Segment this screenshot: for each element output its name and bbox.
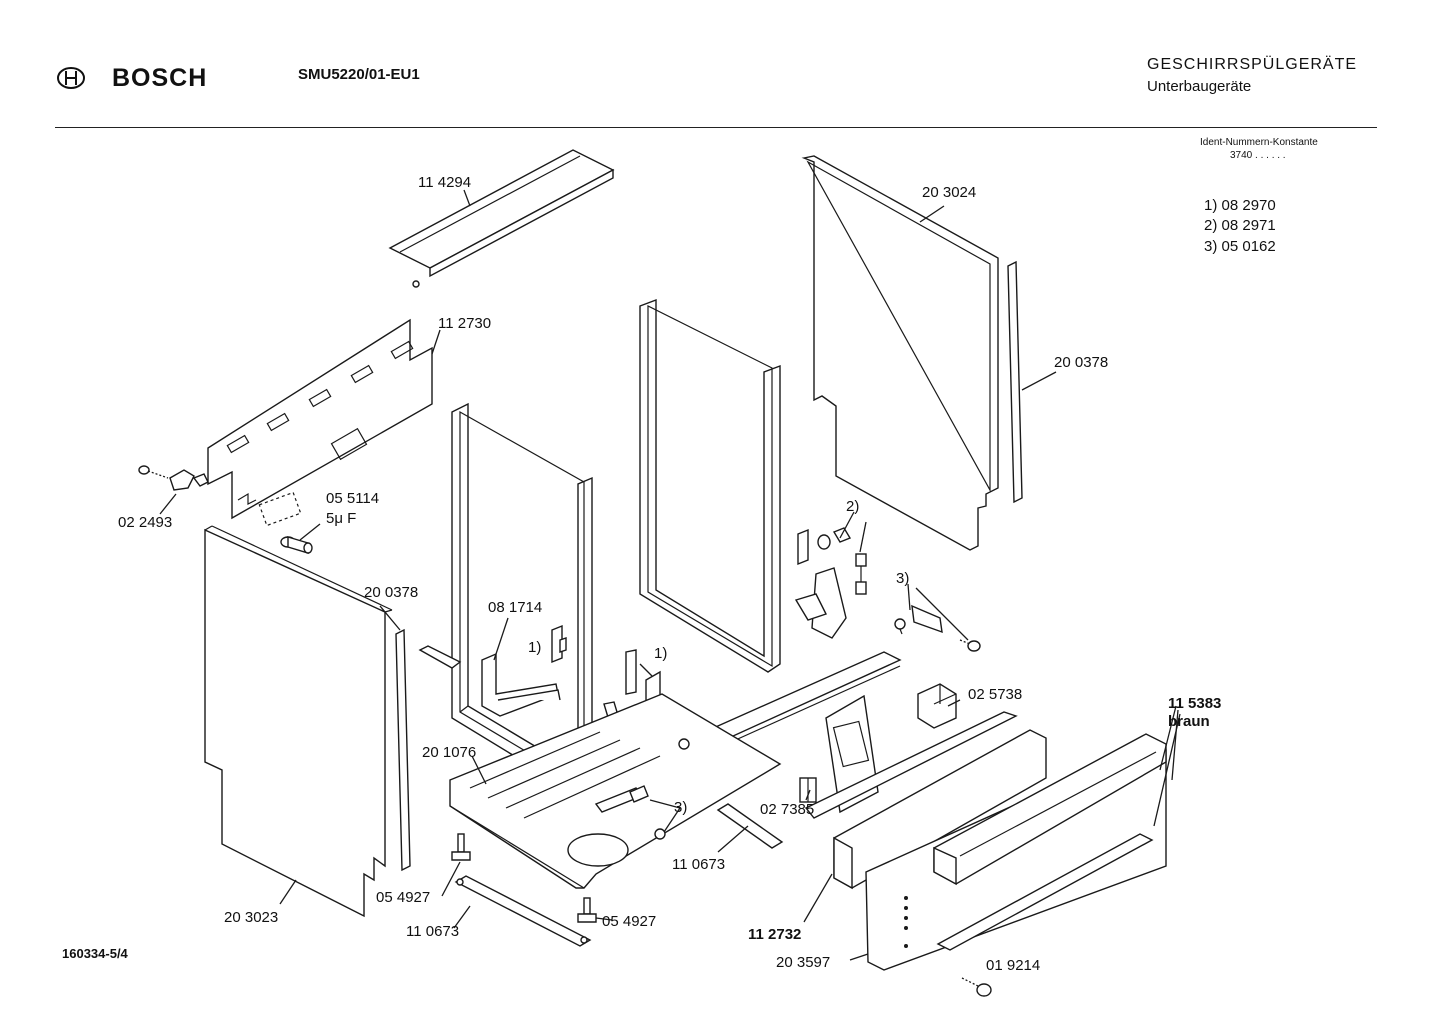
- reference-item-2: 2) 08 2971: [1204, 217, 1276, 234]
- part-027385: [799, 777, 817, 803]
- label-110673-left: 11 0673: [406, 923, 459, 940]
- label-203597: 20 3597: [776, 954, 830, 971]
- part-base-rod: [418, 645, 462, 669]
- part-foot-1: [451, 833, 471, 861]
- reference-item-3: 3) 05 0162: [1204, 238, 1276, 255]
- label-marker-2: 2): [846, 498, 859, 515]
- part-long-rod: [804, 711, 1018, 819]
- part-hinge-group-2: [794, 527, 867, 639]
- part-rail-lower-right: [716, 803, 784, 849]
- label-055114-capacity: 5μ F: [326, 510, 356, 527]
- label-112730: 11 2730: [438, 315, 491, 332]
- label-201076: 20 1076: [422, 744, 476, 761]
- label-marker-1b: 1): [654, 645, 667, 662]
- part-group-3-base: [594, 738, 690, 840]
- label-200378-left: 20 0378: [364, 584, 418, 601]
- part-base-tray: [449, 693, 782, 889]
- part-foot-2: [577, 897, 597, 923]
- document-number: 160334-5/4: [62, 946, 128, 961]
- part-side-panel-left: [204, 525, 393, 918]
- label-055114: 05 5114: [326, 490, 379, 507]
- part-inner-door-panel: [801, 155, 999, 551]
- part-top-cover-strip: [388, 149, 615, 288]
- part-door-frame-center: [639, 298, 781, 673]
- label-115383-color: braun: [1168, 713, 1210, 730]
- label-110673-right: 11 0673: [672, 856, 725, 873]
- model-number: SMU5220/01-EU1: [298, 66, 420, 83]
- part-rail-lower-left: [454, 875, 592, 947]
- label-081714: 08 1714: [488, 599, 542, 616]
- label-019214: 01 9214: [986, 957, 1040, 974]
- part-small-hinge-1a: [551, 624, 567, 664]
- part-seal-strip-right: [1007, 260, 1023, 504]
- label-054927-right: 05 4927: [602, 913, 656, 930]
- header-divider: [55, 127, 1377, 128]
- label-112732: 11 2732: [748, 926, 801, 943]
- reference-item-1: 1) 08 2970: [1204, 197, 1276, 214]
- part-hinge-bracket: [481, 652, 561, 717]
- part-bottom-strip: [936, 833, 1154, 951]
- label-114294: 11 4294: [418, 174, 471, 191]
- part-capacitor: [258, 491, 313, 554]
- label-054927-left: 05 4927: [376, 889, 430, 906]
- leader-lines: [159, 189, 1181, 961]
- ident-code: 3740 . . . . . .: [1230, 150, 1286, 161]
- category-subtitle: Unterbaugeräte: [1147, 78, 1252, 95]
- label-022493: 02 2493: [118, 514, 172, 531]
- ident-title: Ident-Nummern-Konstante: [1200, 137, 1318, 148]
- part-relay-025738: [917, 683, 957, 729]
- part-upper-back-panel: [207, 318, 433, 520]
- bosch-logo-icon: [54, 66, 88, 95]
- label-027385: 02 7385: [760, 801, 814, 818]
- label-marker-1a: 1): [528, 639, 541, 656]
- label-200378-right: 20 0378: [1054, 354, 1108, 371]
- part-control-trim: [933, 733, 1167, 886]
- part-bracket-group-3: [894, 604, 981, 652]
- part-screw-019214: [961, 977, 992, 997]
- label-203023: 20 3023: [224, 909, 278, 926]
- label-marker-3a: 3): [896, 570, 909, 587]
- category-title: GESCHIRRSPÜLGERÄTE: [1147, 56, 1358, 73]
- part-lower-front-panel: [833, 729, 1047, 890]
- part-seal-strip-left: [395, 628, 411, 872]
- label-203024: 20 3024: [922, 184, 976, 201]
- label-marker-3b: 3): [674, 799, 687, 816]
- part-cable-clamp: [138, 465, 209, 491]
- label-115383: 11 5383: [1168, 695, 1221, 712]
- label-025738: 02 5738: [968, 686, 1022, 703]
- brand-name: BOSCH: [112, 64, 208, 92]
